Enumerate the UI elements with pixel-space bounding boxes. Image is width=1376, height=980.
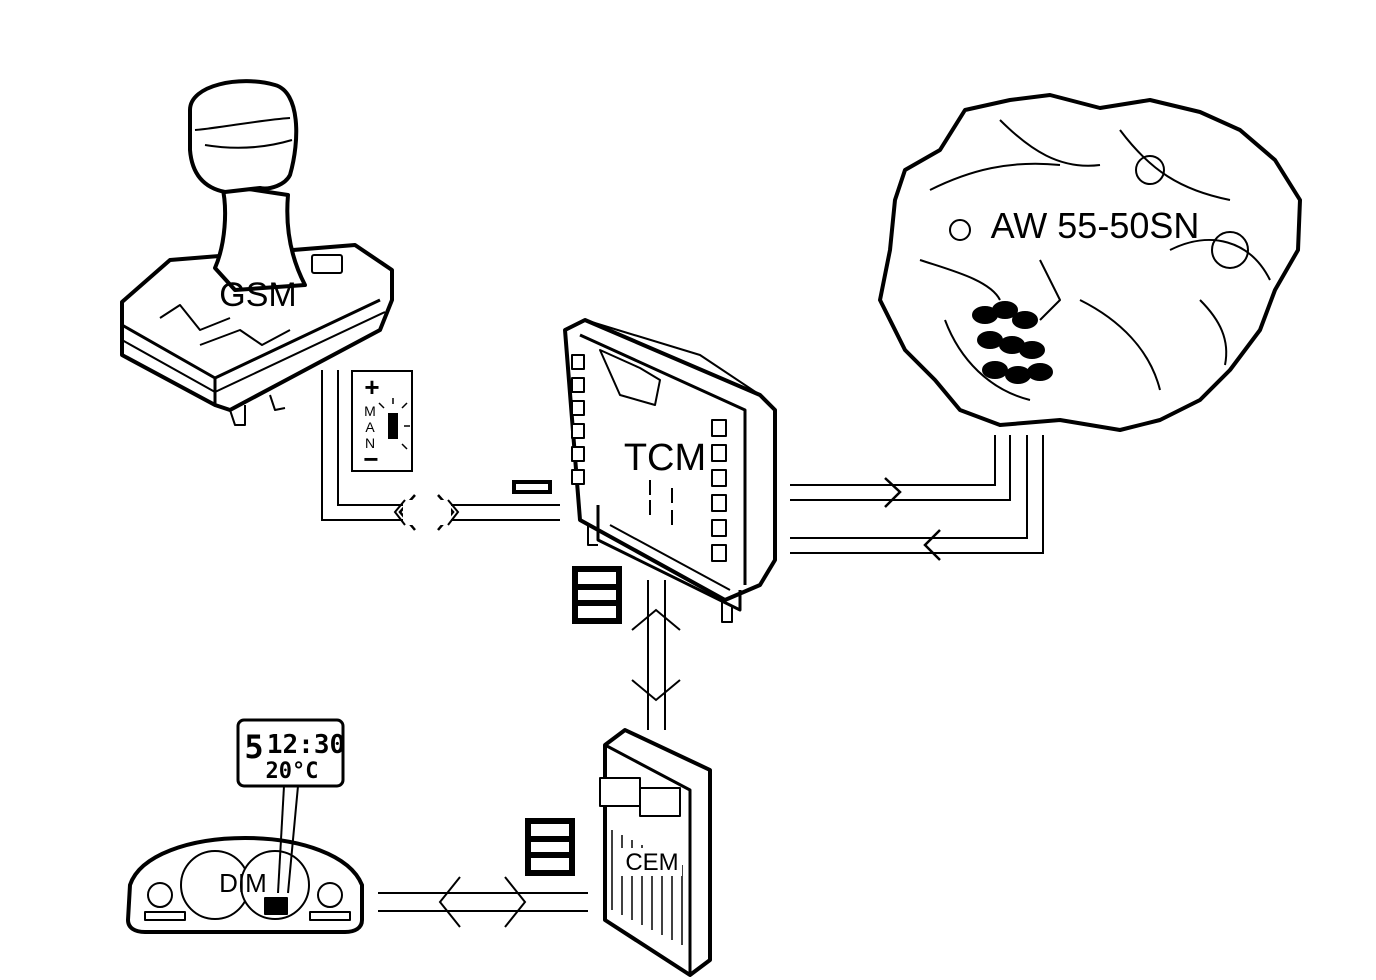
lamp-rays-icon bbox=[378, 398, 410, 450]
tcm-control-module: TCM bbox=[563, 318, 777, 623]
cem-dim-can-bus bbox=[378, 876, 588, 928]
data-bus-tag-stripe bbox=[516, 484, 548, 490]
can-bus-tag-lower-icon bbox=[525, 818, 575, 876]
gsm-gear-selector: GSM bbox=[120, 79, 394, 426]
tcm-label: TCM bbox=[624, 437, 706, 479]
manual-plus-symbol: + bbox=[364, 372, 379, 402]
manual-letter-m: M bbox=[364, 403, 376, 419]
dim-temperature-readout: 20°C bbox=[266, 759, 319, 784]
dim-time-readout: 12:30 bbox=[267, 730, 345, 760]
transmission-label: AW 55-50SN bbox=[991, 205, 1200, 246]
manual-mode-indicator: + M A N − bbox=[351, 370, 413, 474]
indicator-lamp-icon bbox=[388, 413, 398, 439]
gsm-label: GSM bbox=[219, 276, 296, 314]
dim-gear-readout: 5 bbox=[244, 728, 263, 766]
dim-instrument-cluster: DIM bbox=[126, 836, 364, 934]
cem-module: CEM bbox=[599, 728, 712, 977]
manual-letter-n: N bbox=[365, 435, 375, 451]
tcm-transmission-signal-path bbox=[790, 435, 1044, 561]
dim-display-callout: 5 12:30 20°C bbox=[236, 718, 345, 894]
manual-letter-a: A bbox=[365, 419, 375, 435]
transmission-unit: AW 55-50SN bbox=[878, 93, 1302, 432]
cem-label: CEM bbox=[625, 849, 678, 876]
manual-minus-symbol: − bbox=[363, 444, 378, 474]
gsm-tcm-signal-path bbox=[321, 370, 560, 531]
tcm-cem-can-bus bbox=[631, 580, 681, 730]
can-bus-tag-upper-icon bbox=[572, 566, 622, 624]
dim-label: DIM bbox=[219, 868, 267, 898]
connector-cluster bbox=[972, 301, 1053, 384]
